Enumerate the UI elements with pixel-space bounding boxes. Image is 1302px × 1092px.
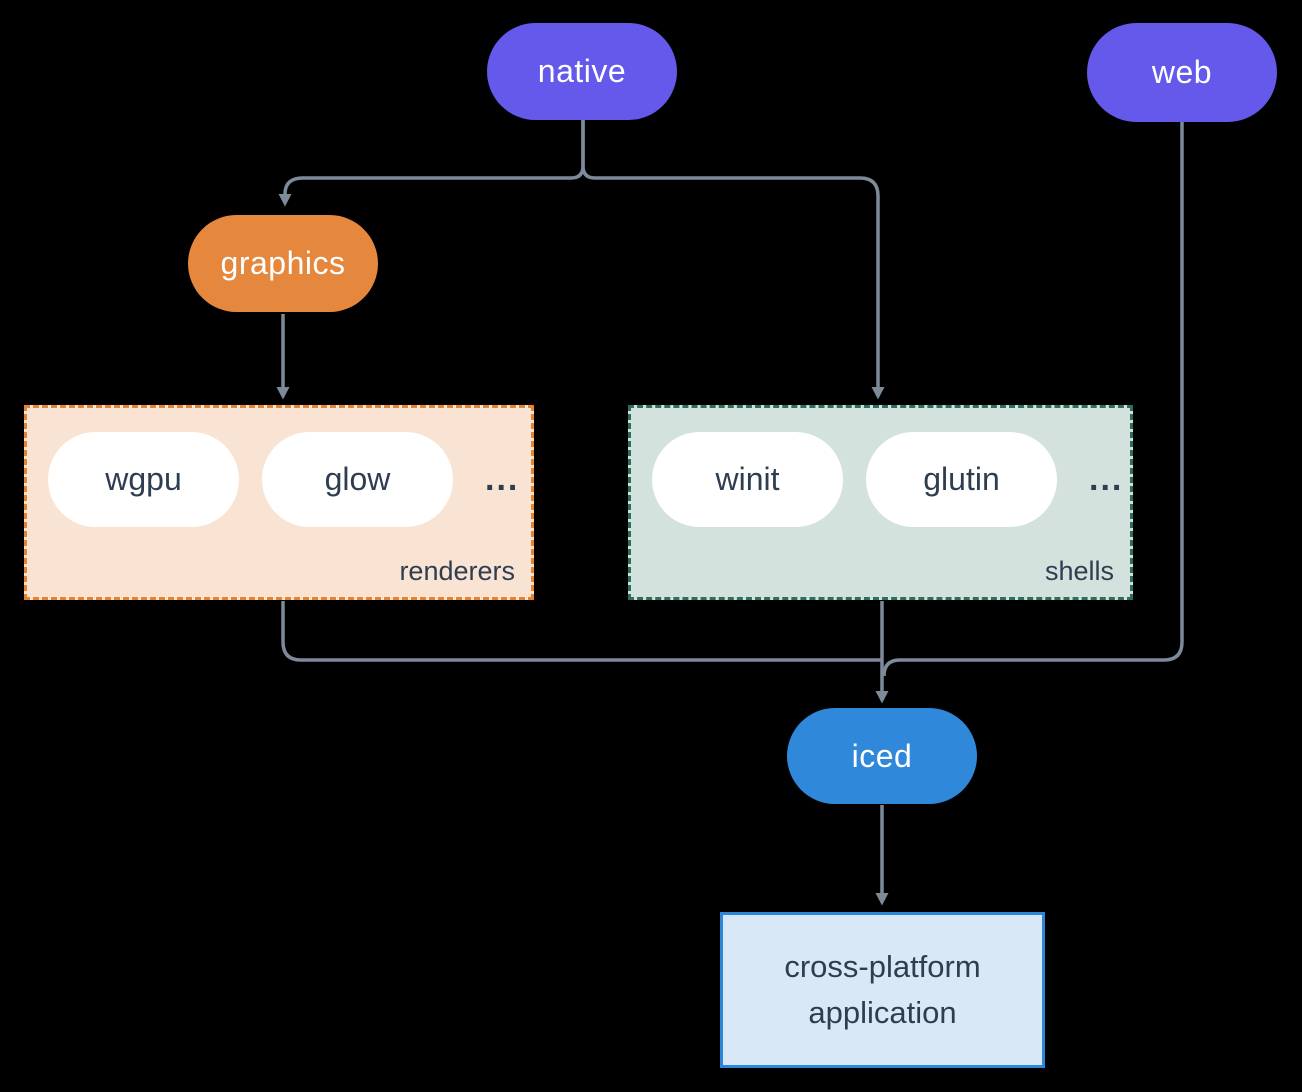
renderers-pill-row: wgpu glow ... <box>27 408 531 527</box>
pill-glow: glow <box>262 432 453 527</box>
renderers-ellipsis: ... <box>485 460 520 498</box>
cross-platform-application-box: cross-platform application <box>720 912 1045 1068</box>
node-native: native <box>487 23 677 120</box>
shells-ellipsis: ... <box>1089 460 1124 498</box>
renderers-label: renderers <box>399 556 515 586</box>
connector-web-to-bus <box>882 122 1184 677</box>
connector-native-to-graphics <box>278 120 585 207</box>
pill-winit: winit <box>652 432 843 527</box>
node-graphics: graphics <box>188 215 378 312</box>
connector-renderers-to-bus <box>281 601 882 662</box>
pill-wgpu: wgpu <box>48 432 239 527</box>
node-iced: iced <box>787 708 977 804</box>
node-web: web <box>1087 23 1277 122</box>
connector-native-to-shells <box>581 120 885 400</box>
pill-glutin: glutin <box>866 432 1057 527</box>
group-renderers: wgpu glow ... renderers <box>24 405 534 600</box>
shells-label: shells <box>1044 556 1114 586</box>
shells-pill-row: winit glutin ... <box>631 408 1130 527</box>
group-shells: winit glutin ... shells <box>628 405 1133 600</box>
